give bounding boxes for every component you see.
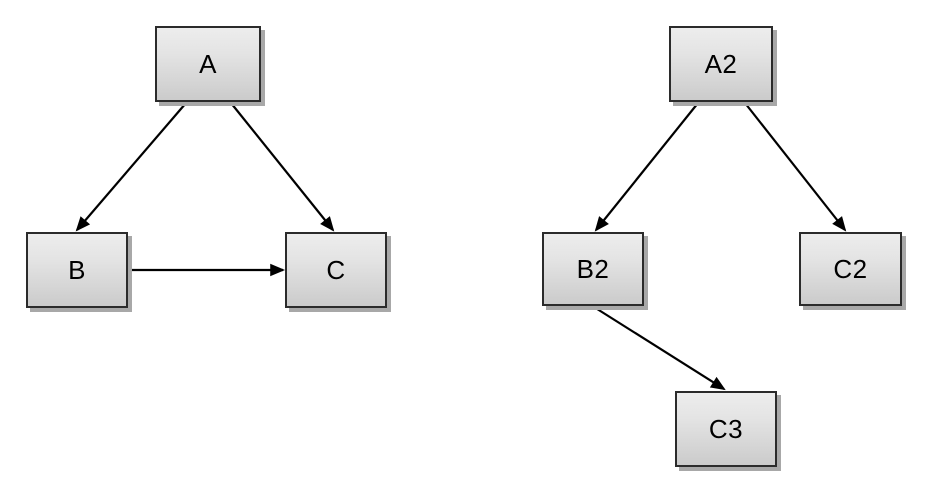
node-label: B: [68, 255, 86, 285]
arrowhead: [709, 376, 726, 391]
edge-line: [230, 102, 334, 231]
node-c[interactable]: C: [285, 232, 387, 308]
edge-line: [593, 306, 725, 390]
edge-a-to-b[interactable]: [75, 102, 187, 232]
arrowhead: [75, 216, 91, 232]
node-a2[interactable]: A2: [669, 26, 773, 102]
node-c3[interactable]: C3: [675, 391, 777, 467]
arrowhead: [594, 216, 609, 232]
edge-b-to-c[interactable]: [130, 263, 286, 277]
node-label: C3: [708, 414, 744, 444]
node-a[interactable]: A: [155, 26, 261, 102]
node-c2[interactable]: C2: [799, 232, 902, 306]
node-label: C2: [833, 254, 868, 284]
node-b2[interactable]: B2: [542, 232, 644, 306]
node-label: B2: [576, 254, 610, 284]
edge-line: [76, 102, 187, 231]
edge-line: [744, 102, 846, 231]
edge-b2-to-c3[interactable]: [593, 306, 726, 391]
edge-a2-to-c2[interactable]: [744, 102, 847, 232]
node-label: C: [326, 255, 346, 285]
edge-a2-to-b2[interactable]: [594, 102, 699, 232]
arrowhead: [320, 216, 335, 232]
edge-line: [595, 102, 699, 231]
node-b[interactable]: B: [26, 232, 128, 308]
arrowhead: [832, 216, 847, 232]
node-label: A: [199, 49, 217, 79]
arrowhead: [270, 263, 286, 277]
edge-a-to-c[interactable]: [230, 102, 335, 232]
node-label: A2: [704, 49, 738, 79]
